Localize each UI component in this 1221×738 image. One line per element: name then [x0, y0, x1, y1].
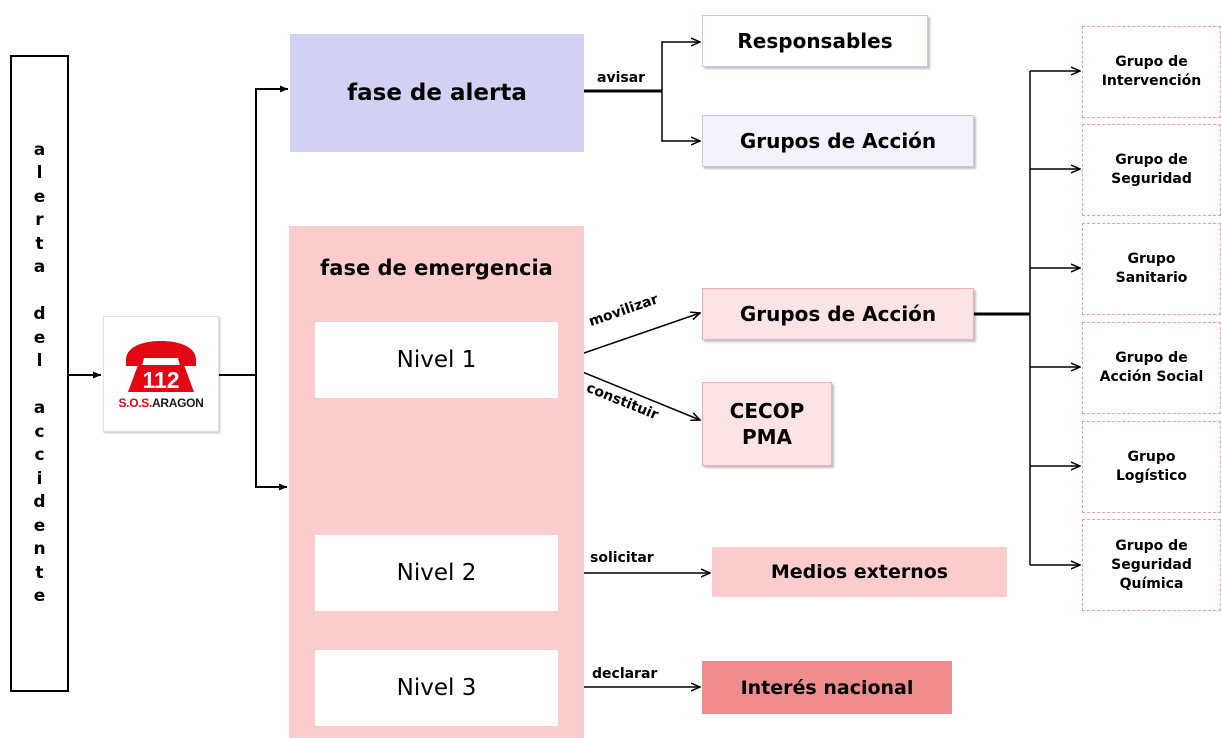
side-letter: e [33, 586, 46, 606]
grupo-line: Sanitario [1115, 270, 1188, 286]
interes-nacional-box: Interés nacional [702, 661, 952, 714]
nivel-1-label: Nivel 1 [396, 347, 477, 373]
grupo-line: Intervención [1101, 73, 1202, 89]
grupo-line: Grupo de [1115, 152, 1188, 168]
logo-aragon: ARAGON [152, 396, 204, 410]
medios-externos-label: Medios externos [770, 561, 949, 583]
edge-label-avisar: avisar [597, 70, 646, 86]
side-letter: e [33, 327, 46, 348]
pma-label: PMA [741, 425, 793, 449]
side-letter: i [36, 468, 43, 489]
side-letter: c [34, 445, 45, 465]
fase-alerta-box: fase de alerta [290, 34, 584, 152]
side-letter: d [33, 304, 46, 324]
fase-alerta-title: fase de alerta [347, 80, 527, 106]
nivel-1-box: Nivel 1 [315, 322, 558, 398]
grupo-seguridad-quimica-box: Grupo de Seguridad Química [1082, 519, 1221, 611]
grupo-line: Grupo [1127, 449, 1176, 465]
side-letter: t [35, 562, 44, 583]
arrow-to-responsables [661, 42, 700, 91]
grupo-line: Química [1119, 575, 1184, 592]
grupos-accion-alerta-label: Grupos de Acción [739, 129, 937, 153]
cecop-pma-box: CECOP PMA [702, 382, 832, 466]
side-letter: r [35, 210, 44, 230]
grupos-accion-emergencia-box: Grupos de Acción [702, 288, 974, 340]
grupo-intervencion-box: Grupo de Intervención [1082, 26, 1221, 118]
grupos-accion-emergencia-label: Grupos de Acción [739, 302, 937, 326]
grupo-line: Acción Social [1099, 369, 1204, 385]
side-letter: d [33, 492, 46, 512]
grupo-line: Grupo de [1115, 537, 1188, 554]
grupos-accion-alerta-box: Grupos de Acción [702, 115, 974, 167]
grupo-line: Seguridad [1111, 556, 1192, 573]
side-letter: a [33, 398, 46, 418]
grupo-line: Grupo de [1115, 54, 1188, 70]
side-letter: e [33, 515, 46, 536]
side-letter: l [36, 351, 43, 371]
cecop-label: CECOP [729, 399, 805, 423]
grupo-sanitario-box: Grupo Sanitario [1082, 223, 1221, 315]
logo-number: 112 [142, 367, 179, 393]
side-letter: l [36, 163, 43, 183]
side-letter: a [33, 257, 46, 277]
grupo-logistico-box: Grupo Logístico [1082, 421, 1221, 513]
responsables-label: Responsables [737, 29, 893, 53]
grupo-line: Seguridad [1111, 171, 1192, 187]
side-label: a l e r t a d e l a c c i d e n t e [33, 57, 45, 690]
medios-externos-box: Medios externos [712, 547, 1007, 597]
grupo-accion-social-box: Grupo de Acción Social [1082, 322, 1221, 414]
side-letter: e [33, 186, 46, 207]
side-letter: a [33, 139, 46, 160]
logo-sos: S.O.S. [118, 396, 152, 410]
arrow-to-emergencia [255, 375, 287, 491]
edge-label-solicitar: solicitar [590, 550, 654, 566]
nivel-3-box: Nivel 3 [315, 650, 558, 726]
edge-label-declarar: declarar [592, 666, 658, 682]
responsables-box: Responsables [702, 15, 928, 67]
fase-emergencia-title: fase de emergencia [320, 256, 553, 280]
side-letter: n [33, 539, 46, 559]
nivel-3-label: Nivel 3 [396, 675, 477, 701]
side-letter: c [34, 421, 45, 442]
side-letter: t [35, 233, 44, 254]
nivel-2-box: Nivel 2 [315, 535, 558, 611]
interes-nacional-label: Interés nacional [740, 676, 914, 699]
grupo-line: Grupo de [1115, 350, 1188, 366]
phone-icon: 112 [126, 341, 196, 393]
grupo-line: Grupo [1127, 251, 1176, 267]
nivel-2-label: Nivel 2 [396, 560, 477, 586]
grupo-line: Logístico [1115, 468, 1188, 484]
logo-text: S.O.S.ARAGON [118, 396, 203, 410]
side-label-box: a l e r t a d e l a c c i d e n t e [10, 55, 69, 692]
sos-aragon-logo: 112 S.O.S.ARAGON [103, 316, 219, 432]
grupo-seguridad-box: Grupo de Seguridad [1082, 124, 1221, 216]
arrow-to-alerta [255, 85, 288, 375]
arrow-to-grupos-accion-alerta [661, 91, 700, 141]
